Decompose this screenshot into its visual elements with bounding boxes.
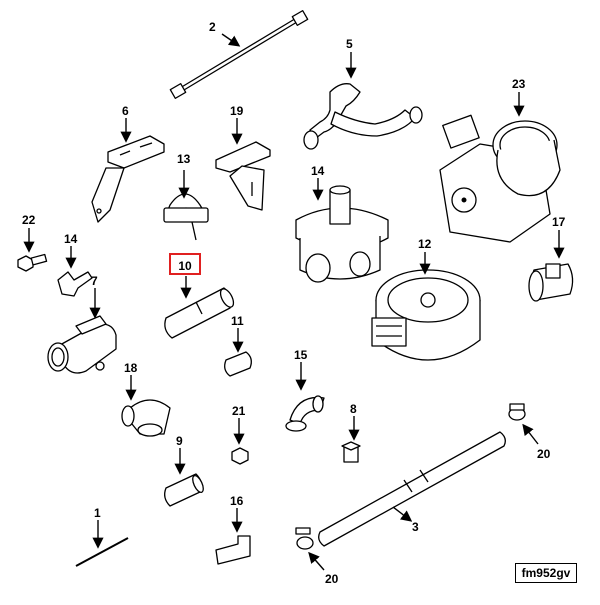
callout-21: 21 [232,404,246,418]
callout-20-lower: 20 [325,572,339,586]
part-20-clamp-upper [508,403,526,421]
part-17-coupling [528,263,574,302]
callout-19: 19 [230,104,244,118]
part-5-y-hose [303,83,423,150]
part-23-throttle-body [439,114,561,243]
part-2-fuel-line [169,10,309,99]
callout-15: 15 [294,348,308,362]
callout-18: 18 [124,361,138,375]
part-20-clamp-lower [295,527,314,550]
callout-7: 7 [91,274,98,288]
part-6-bracket [91,135,165,223]
callout-14-fitting: 14 [64,232,78,246]
part-10-hose [164,287,235,339]
callout-6: 6 [122,104,129,118]
part-19-bracket [215,141,271,211]
part-1-cable [75,537,129,567]
callout-1: 1 [94,506,101,520]
callout-2: 2 [209,20,216,34]
callout-13: 13 [177,152,191,166]
part-15-elbow [285,395,325,432]
part-12-vaporizer [371,269,481,361]
part-18-elbow-hose [121,399,171,437]
callout-14-regulator: 14 [311,164,325,178]
callout-17: 17 [552,215,566,229]
part-16-elbow-fitting [215,535,251,565]
part-22-bolt [17,253,48,272]
part-11-short-hose [224,351,252,377]
figure-reference-code: fm952gv [515,563,577,583]
part-21-nut [231,447,249,465]
callout-22: 22 [22,213,36,227]
part-9-short-hose [164,473,204,507]
callout-3: 3 [412,520,419,534]
callout-9: 9 [176,434,183,448]
part-13-clamp [163,193,209,241]
part-14-elbow-fitting [57,271,93,297]
callout-5: 5 [346,37,353,51]
part-8-fitting [341,441,361,463]
callout-11: 11 [231,314,244,328]
callout-23: 23 [512,77,526,91]
callout-20-upper: 20 [537,447,551,461]
part-7-housing [47,315,117,374]
callout-12: 12 [418,237,432,251]
callout-10-label: 10 [178,259,192,273]
callout-16: 16 [230,494,244,508]
part-3-long-hose [318,431,506,547]
callout-8: 8 [350,402,357,416]
part-14-regulator [295,185,389,283]
callout-10-highlighted: 10 [169,253,201,275]
